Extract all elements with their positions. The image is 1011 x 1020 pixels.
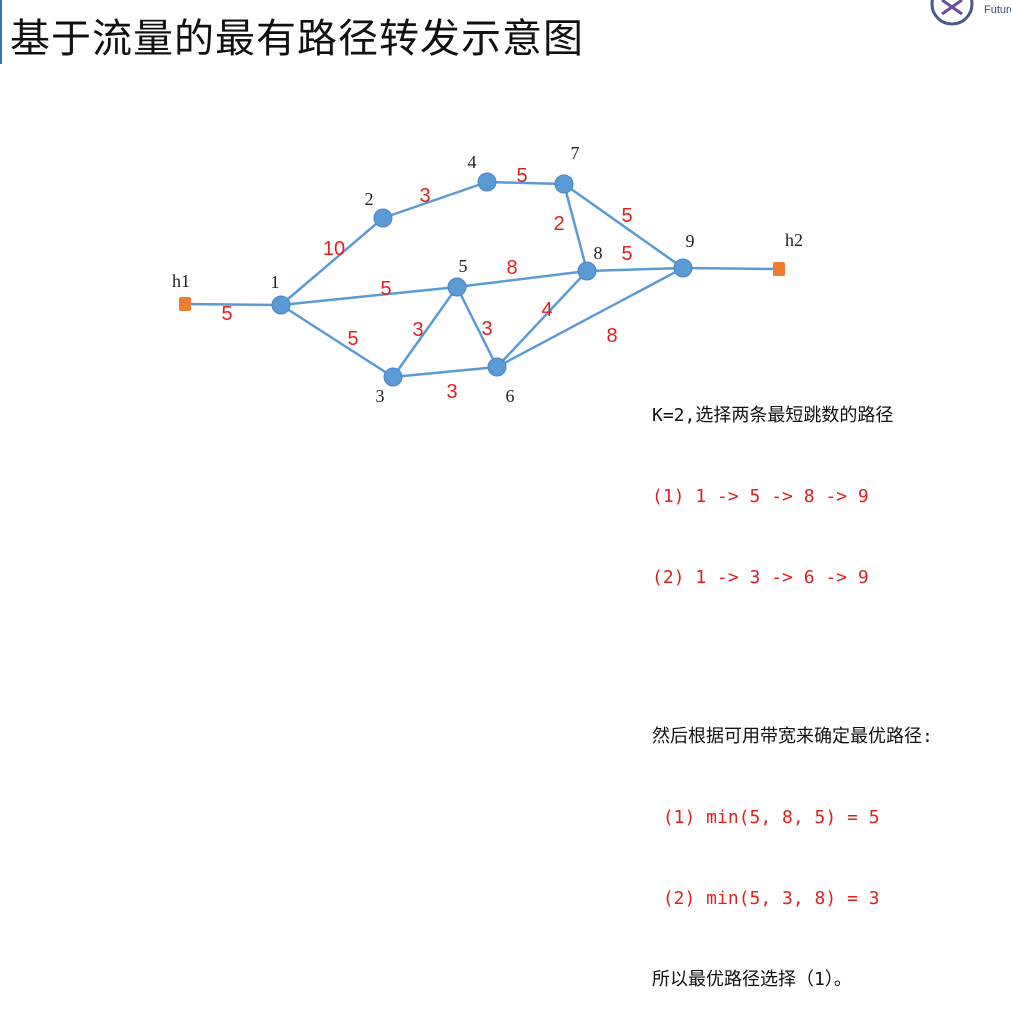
node-label-4: 4 — [468, 152, 477, 172]
edge-weight-8-9: 5 — [621, 243, 632, 265]
edge-h1-1 — [184, 302, 282, 307]
node-7 — [554, 174, 574, 194]
edge-7-9 — [563, 182, 684, 270]
edge-weight-6-8: 4 — [541, 299, 552, 321]
edge-weight-7-9: 5 — [621, 205, 632, 227]
future-x-logo-icon — [930, 0, 974, 26]
node-6 — [487, 357, 507, 377]
notes-bandwidth-line: 然后根据可用带宽来确定最优路径: — [652, 726, 933, 747]
host-h1 — [179, 297, 191, 311]
path-selection-notes: K=2,选择两条最短跳数的路径 (1) 1 -> 5 -> 8 -> 9 (2)… — [652, 348, 933, 1020]
edge-4-7 — [486, 180, 565, 186]
node-1 — [271, 295, 291, 315]
edge-2-4 — [382, 180, 488, 220]
edge-weight-2-4: 3 — [419, 185, 430, 207]
edge-1-5 — [280, 285, 458, 307]
node-9 — [673, 258, 693, 278]
edge-weight-5-6: 3 — [481, 318, 492, 340]
edge-8-9 — [586, 266, 684, 273]
edge-weight-h1-1: 5 — [221, 303, 232, 325]
edge-1-3 — [280, 303, 394, 379]
notes-min-1: (1) min(5, 8, 5) = 5 — [652, 807, 880, 828]
node-4 — [477, 172, 497, 192]
edge-weight-7-8: 2 — [553, 213, 564, 235]
node-label-9: 9 — [686, 231, 695, 251]
edge-weight-1-2: 10 — [323, 238, 345, 260]
host-h2 — [773, 262, 785, 276]
node-label-h1: h1 — [172, 271, 190, 291]
edge-7-8 — [562, 183, 589, 272]
node-3 — [383, 367, 403, 387]
node-8 — [577, 261, 597, 281]
edge-3-6 — [392, 365, 498, 379]
node-label-2: 2 — [365, 189, 374, 209]
notes-path-2: (2) 1 -> 3 -> 6 -> 9 — [652, 567, 869, 588]
logo-text: Future — [984, 4, 1011, 16]
edge-weight-1-5: 5 — [380, 278, 391, 300]
node-label-8: 8 — [594, 243, 603, 263]
node-label-1: 1 — [271, 272, 280, 292]
notes-min-2: (2) min(5, 3, 8) = 3 — [652, 888, 880, 909]
edge-weight-4-7: 5 — [516, 165, 527, 187]
node-label-7: 7 — [571, 143, 580, 163]
edge-5-6 — [455, 286, 499, 368]
node-2 — [373, 208, 393, 228]
notes-k-line: K=2,选择两条最短跳数的路径 — [652, 405, 894, 426]
edge-weight-5-8: 8 — [506, 257, 517, 279]
edge-9-h2 — [682, 266, 780, 271]
edge-weight-3-5: 3 — [412, 319, 423, 341]
edge-5-8 — [456, 269, 588, 289]
edge-6-9 — [496, 266, 684, 369]
edge-weight-1-3: 5 — [347, 328, 358, 350]
node-label-6: 6 — [506, 386, 515, 406]
edge-weight-3-6: 3 — [446, 381, 457, 403]
edge-1-2 — [280, 217, 384, 306]
page-title: 基于流量的最有路径转发示意图 — [10, 16, 584, 62]
node-5 — [447, 277, 467, 297]
title-accent-bar — [0, 0, 2, 64]
edge-3-5 — [391, 286, 459, 378]
node-label-3: 3 — [376, 386, 385, 406]
edge-6-8 — [496, 270, 588, 368]
edge-weight-6-9: 8 — [606, 325, 617, 347]
node-label-5: 5 — [459, 256, 468, 276]
node-label-h2: h2 — [785, 230, 803, 250]
notes-conclusion: 所以最优路径选择（1）。 — [652, 969, 852, 990]
logo: Future — [928, 0, 1011, 30]
notes-path-1: (1) 1 -> 5 -> 8 -> 9 — [652, 486, 869, 507]
